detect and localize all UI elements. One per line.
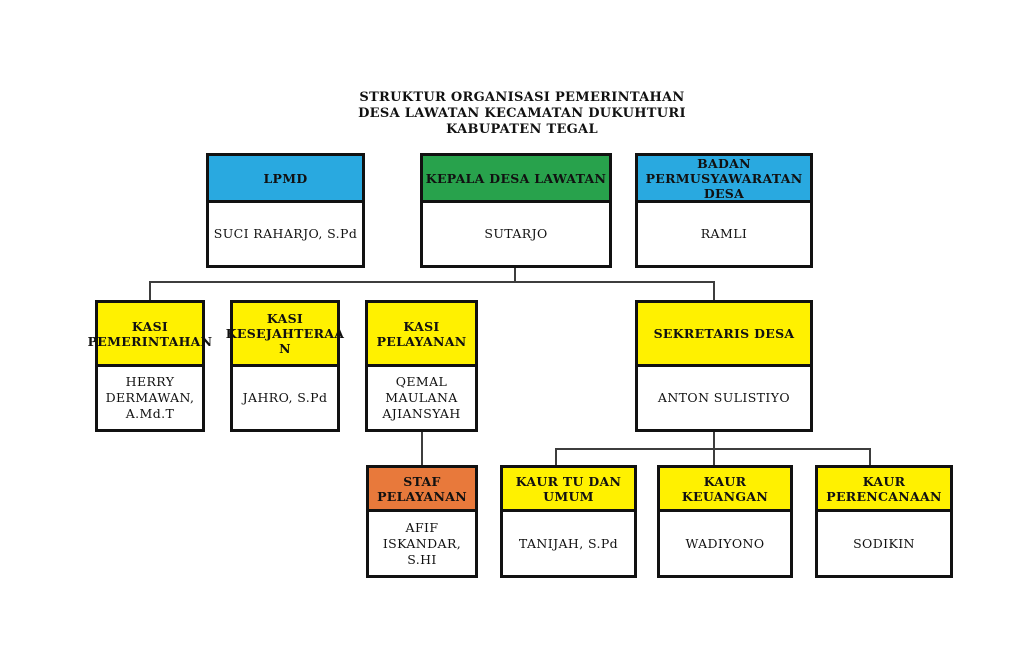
connector-kasi-pelayanan-to-staf: [421, 432, 423, 465]
org-node-kaur-keuangan: KAUR KEUANGAN WADIYONO: [657, 465, 793, 578]
org-node-kepala-desa-person: SUTARJO: [484, 226, 548, 241]
org-node-staf-pelayanan: STAF PELAYANAN AFIF ISKANDAR, S.HI: [366, 465, 478, 578]
connector-kepala-to-bus: [514, 268, 516, 282]
org-node-bpd-person: RAMLI: [700, 226, 748, 241]
connector-drop-kasi-pemerintahan: [149, 281, 151, 300]
org-node-sekretaris-desa-person: ANTON SULISTIYO: [657, 390, 791, 405]
connector-drop-kaur-tu: [555, 448, 557, 465]
connector-drop-kaur-perencanaan: [869, 448, 871, 465]
org-node-kaur-tu-umum-person: TANIJAH, S.Pd: [518, 535, 619, 551]
org-node-kasi-pelayanan-title: KASI PELAYANAN: [368, 303, 475, 367]
org-node-kasi-kesejahteraan-title: KASI KESEJAHTERAA N: [226, 303, 344, 367]
org-node-kepala-desa: KEPALA DESA LAWATAN SUTARJO: [420, 153, 612, 268]
org-node-kaur-keuangan-title: KAUR KEUANGAN: [660, 468, 790, 512]
org-node-bpd-title: BADAN PERMUSYAWARATAN DESA: [638, 156, 810, 203]
page-title: STRUKTUR ORGANISASI PEMERINTAHAN DESA LA…: [358, 90, 686, 137]
org-node-kasi-pemerintahan-title: KASI PEMERINTAHAN: [88, 303, 212, 367]
org-node-kaur-perencanaan: KAUR PERENCANAAN SODIKIN: [815, 465, 953, 578]
org-node-kaur-tu-umum-title: KAUR TU DAN UMUM: [503, 468, 634, 512]
org-node-kaur-perencanaan-person: SODIKIN: [853, 535, 915, 551]
connector-drop-sekretaris: [713, 281, 715, 300]
org-node-kaur-keuangan-person: WADIYONO: [685, 535, 765, 551]
org-node-kepala-desa-title: KEPALA DESA LAWATAN: [423, 156, 609, 203]
org-node-sekretaris-desa-title: SEKRETARIS DESA: [638, 303, 810, 367]
org-node-bpd: BADAN PERMUSYAWARATAN DESA RAMLI: [635, 153, 813, 268]
org-node-sekretaris-desa: SEKRETARIS DESA ANTON SULISTIYO: [635, 300, 813, 432]
org-node-lpmd-title: LPMD: [209, 156, 362, 203]
org-node-staf-pelayanan-title: STAF PELAYANAN: [369, 468, 475, 512]
connector-row3-bus: [555, 448, 871, 450]
org-node-kasi-pelayanan-person: QEMAL MAULANA AJIANSYAH: [382, 374, 461, 421]
org-node-kasi-pemerintahan: KASI PEMERINTAHAN HERRY DERMAWAN, A.Md.T: [88, 300, 212, 432]
org-node-kasi-pelayanan: KASI PELAYANAN QEMAL MAULANA AJIANSYAH: [365, 300, 478, 432]
org-node-kasi-kesejahteraan: KASI KESEJAHTERAA N JAHRO, S.Pd: [226, 300, 344, 432]
org-node-kaur-tu-umum: KAUR TU DAN UMUM TANIJAH, S.Pd: [500, 465, 637, 578]
org-node-lpmd-person: SUCI RAHARJO, S.Pd: [213, 226, 358, 241]
org-node-kasi-pemerintahan-person: HERRY DERMAWAN, A.Md.T: [105, 374, 195, 421]
org-node-kaur-perencanaan-title: KAUR PERENCANAAN: [818, 468, 950, 512]
connector-row2-bus: [149, 281, 715, 283]
org-node-lpmd: LPMD SUCI RAHARJO, S.Pd: [206, 153, 365, 268]
org-node-staf-pelayanan-person: AFIF ISKANDAR, S.HI: [382, 519, 462, 567]
org-node-kasi-kesejahteraan-person: JAHRO, S.Pd: [242, 390, 328, 405]
